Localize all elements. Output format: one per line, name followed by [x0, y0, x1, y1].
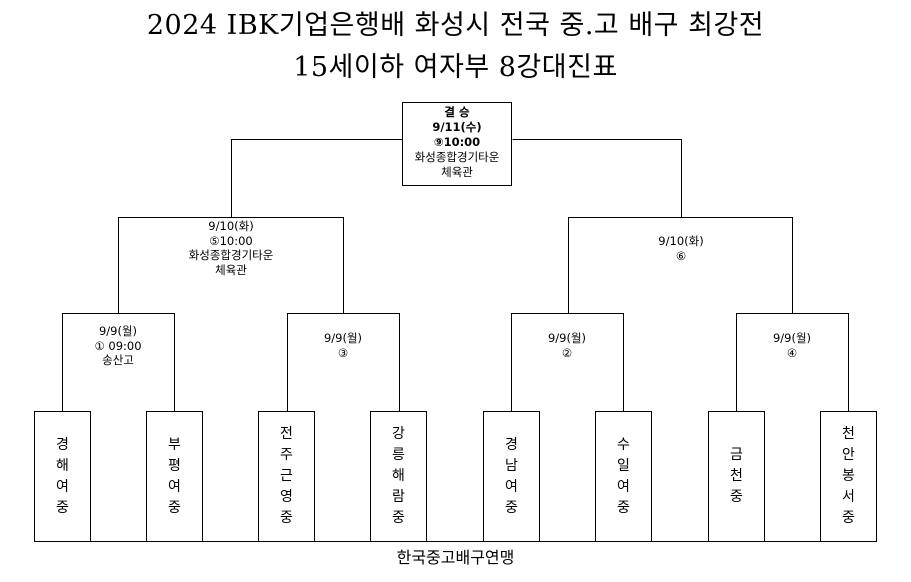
team-name-char: 천 — [842, 426, 855, 442]
quarterfinal-match: ④ — [786, 345, 798, 360]
semifinal-date: 9/10(화) — [658, 234, 704, 248]
final-venue-line2: 체육관 — [441, 165, 473, 179]
semifinal-match: ⑤10:00 — [209, 233, 253, 248]
semifinal-left-label: 9/10(화) ⑤10:00 화성종합경기타운 체육관 — [189, 219, 274, 277]
team-name-char: 여 — [617, 478, 630, 495]
quarterfinal-date: 9/9(월) — [772, 331, 812, 345]
team-name-char: 여 — [168, 478, 181, 495]
team-name-char: 영 — [280, 489, 293, 505]
team-name-char: 중 — [280, 510, 293, 526]
final-title: 결 승 — [444, 105, 470, 119]
quarterfinal-date: 9/9(월) — [547, 331, 587, 345]
team-name-char: 중 — [730, 489, 743, 505]
team-name-char: 중 — [842, 510, 855, 526]
quarterfinal-match: ② — [561, 345, 573, 360]
final-venue-line1: 화성종합경기타운 — [414, 150, 500, 164]
quarterfinal-4-label: 9/9(월) ④ — [773, 331, 811, 360]
qf-4-connector — [736, 313, 849, 412]
team-name-char: 중 — [617, 499, 630, 516]
team-name-char: 서 — [842, 489, 855, 505]
team-name-char: 중 — [392, 510, 405, 526]
quarterfinal-date: 9/9(월) — [98, 324, 138, 338]
team-name-char: 해 — [56, 457, 69, 474]
final-date: 9/11(수) — [432, 120, 482, 134]
team-name-char: 평 — [168, 457, 181, 474]
qf-1-connector — [62, 313, 175, 412]
final-match-box: 결 승 9/11(수) ⑨10:00 화성종합경기타운 체육관 — [402, 102, 512, 186]
team-name-char: 중 — [56, 499, 69, 516]
quarterfinal-3-label: 9/9(월) ② — [548, 331, 586, 360]
team-name-char: 안 — [842, 447, 855, 463]
team-name-char: 중 — [505, 499, 518, 516]
team-name-char: 릉 — [392, 447, 405, 463]
qf-3-connector — [511, 313, 624, 412]
team-name-char: 봉 — [842, 468, 855, 484]
quarterfinal-venue: 송산고 — [102, 353, 134, 367]
title-line-2: 15세이하 여자부 8강대진표 — [293, 52, 618, 83]
team-name-char: 강 — [392, 426, 405, 442]
team-name-char: 부 — [168, 436, 181, 453]
team-name-char: 경 — [505, 436, 518, 453]
semifinal-venue: 화성종합경기타운 — [188, 248, 274, 262]
team-name-char: 남 — [505, 457, 518, 474]
quarterfinal-2-label: 9/9(월) ③ — [324, 331, 362, 360]
footer-organizer: 한국중고배구연맹 — [396, 548, 515, 567]
team-name-char: 일 — [617, 457, 630, 474]
final-connector — [231, 139, 682, 218]
semifinal-venue: 체육관 — [215, 262, 247, 277]
title-line-1: 2024 IBK기업은행배 화성시 전국 중.고 배구 최강전 — [146, 10, 765, 41]
team-name-char: 여 — [505, 478, 518, 495]
team-name-char: 금 — [730, 447, 743, 463]
team-name-char: 여 — [56, 478, 69, 495]
semi-right-connector — [568, 217, 793, 314]
qf-2-connector — [287, 313, 400, 412]
team-name-char: 경 — [56, 436, 69, 453]
quarterfinal-1-label: 9/9(월) ① 09:00 송산고 — [94, 324, 141, 368]
semifinal-right-label: 9/10(화) ⑥ — [658, 234, 703, 263]
semi-left-connector — [118, 217, 344, 314]
team-name-char: 근 — [280, 468, 293, 484]
team-name-char: 주 — [280, 447, 293, 463]
team-name-char: 중 — [168, 499, 181, 516]
quarterfinal-date: 9/9(월) — [323, 331, 363, 345]
semifinal-match: ⑥ — [675, 248, 687, 263]
team-name-char: 전 — [280, 426, 293, 442]
team-name-char: 람 — [392, 489, 405, 505]
team-name-char: 천 — [730, 468, 743, 484]
quarterfinal-match: ① 09:00 — [94, 338, 142, 353]
team-name-char: 해 — [392, 468, 405, 484]
team-name-char: 수 — [617, 436, 630, 453]
quarterfinal-match: ③ — [337, 345, 349, 360]
semifinal-date: 9/10(화) — [208, 219, 254, 233]
final-match-number: ⑨10:00 — [433, 135, 481, 149]
